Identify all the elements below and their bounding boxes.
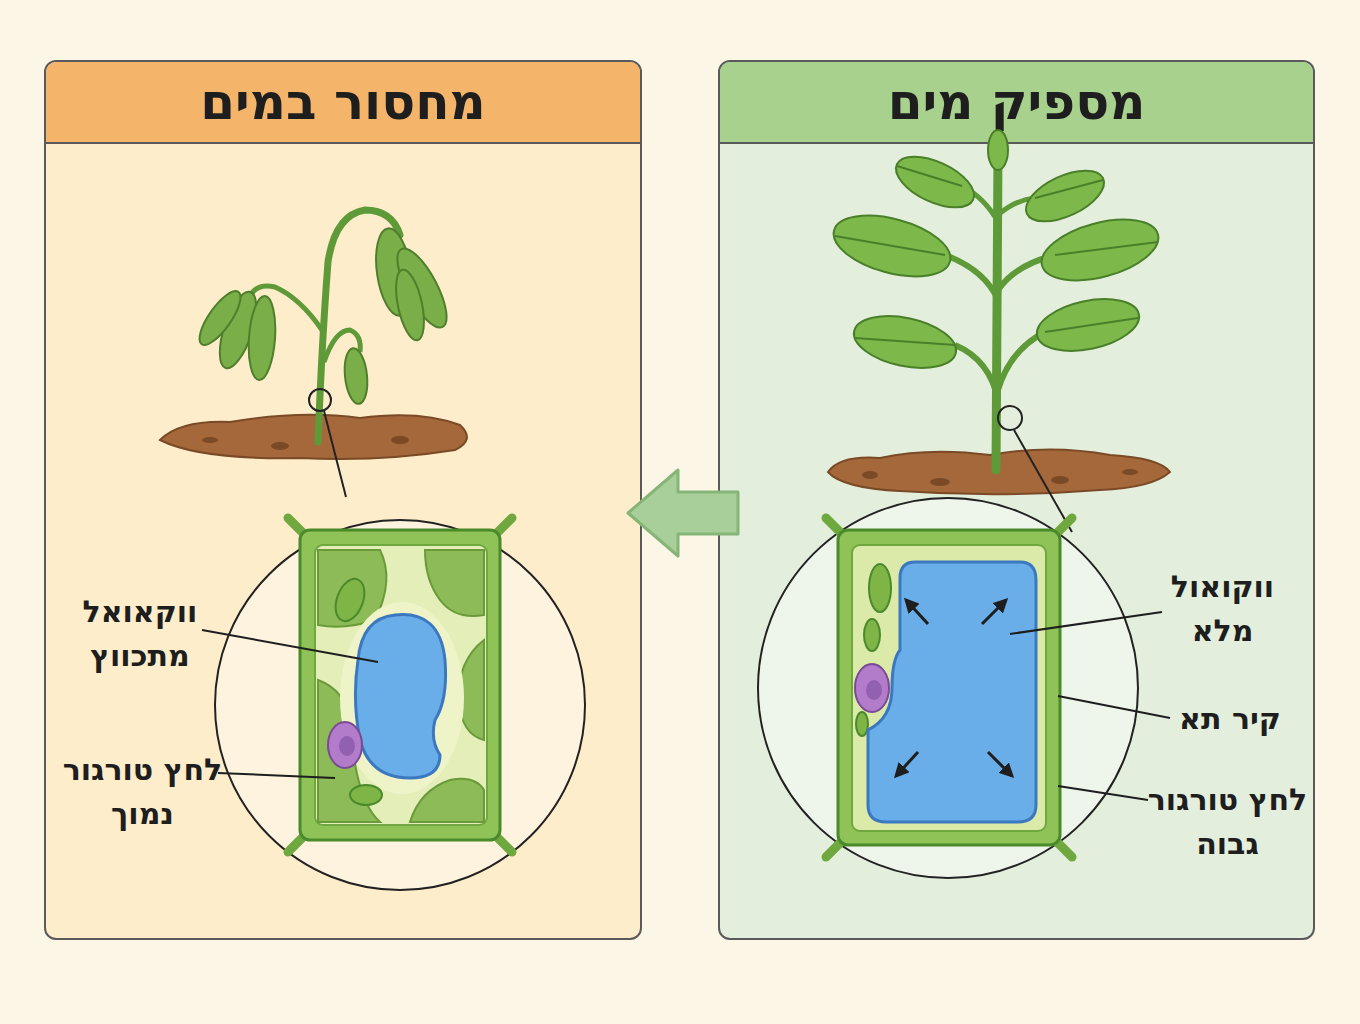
callout-label: קיר תא <box>1165 697 1295 741</box>
panel-title: מספיק מים <box>888 73 1146 131</box>
callout-label: לחץ טורגור נמוך <box>50 748 235 836</box>
callout-label: ווקאואל מתכווץ <box>65 590 215 678</box>
panel-header: מחסור במים <box>46 62 640 144</box>
callout-label: ווקואול מלא <box>1150 565 1295 653</box>
panel-header: מספיק מים <box>720 62 1313 144</box>
callout-label: לחץ טורגור גבוה <box>1135 778 1320 866</box>
panel-title: מחסור במים <box>200 73 485 131</box>
